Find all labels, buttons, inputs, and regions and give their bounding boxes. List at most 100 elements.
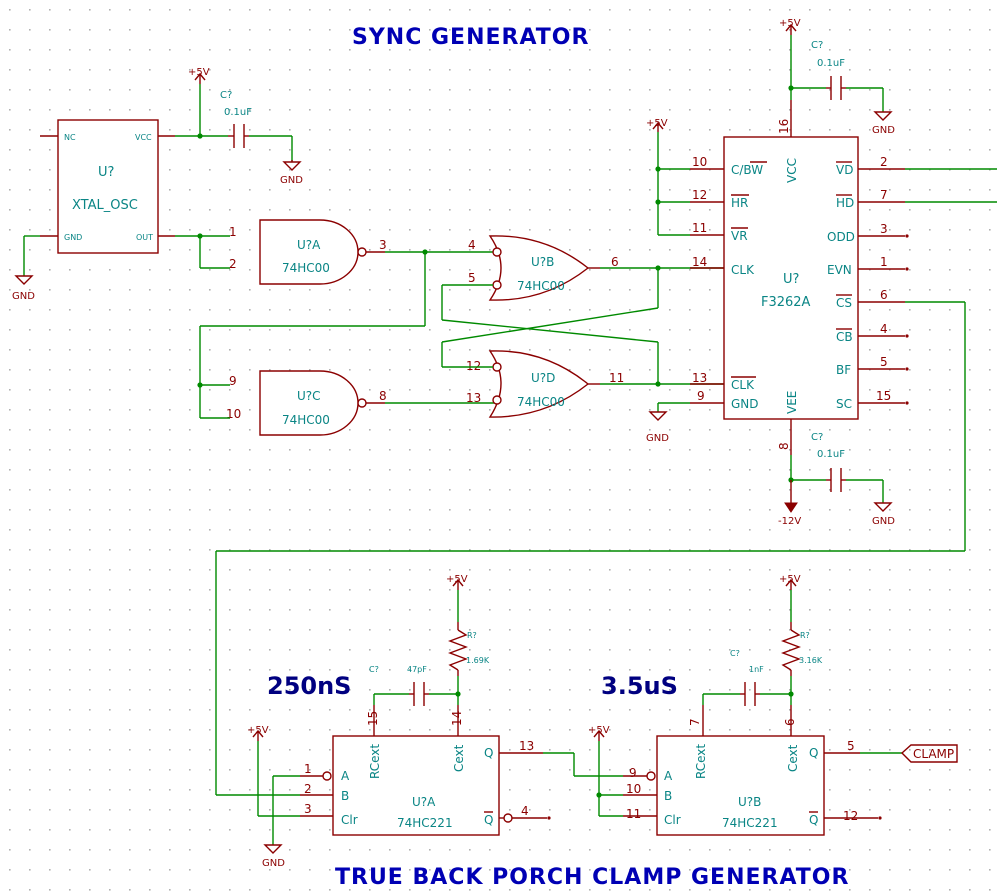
power-5v-mono-a-clr: +5V [247, 725, 269, 741]
nand-a-pin-3: 3 [379, 238, 387, 252]
crystal-oscillator[interactable]: NC VCC GND OUT U? XTAL_OSC [40, 119, 175, 254]
svg-text:+5V: +5V [188, 67, 210, 78]
cap-mono-b-ref: C? [730, 649, 740, 658]
res-mono-a-value: 1.69K [466, 656, 490, 665]
power-5v-mono-a-res: +5V [446, 574, 468, 590]
capacitor-vee[interactable]: C? 0.1uF [811, 432, 846, 492]
gnd-ic-left: GND [646, 411, 669, 444]
nand-a-pin-2: 2 [229, 257, 237, 271]
or-b-value: 74HC00 [517, 279, 565, 293]
mono-a-pin-2: 2 [304, 782, 312, 796]
or-d-value: 74HC00 [517, 395, 565, 409]
mono-b-pin-5: 5 [847, 739, 855, 753]
mono-b-pin-6: 6 [783, 718, 797, 726]
svg-text:-12V: -12V [778, 516, 801, 527]
gnd-osc-cap: GND [280, 160, 303, 186]
mono-a-label-clr: Clr [341, 813, 358, 827]
mono-a-ref: U?A [412, 795, 436, 809]
or-gate-d[interactable]: 12 13 11 U?D 74HC00 [466, 350, 624, 418]
ic-pin-8: 8 [777, 442, 791, 450]
svg-text:+5V: +5V [779, 18, 801, 29]
ic-pin-evn: EVN [827, 263, 852, 277]
capacitor-mono-b[interactable]: C? 1nF [730, 649, 764, 706]
mono-b-value: 74HC221 [722, 816, 778, 830]
nand-gate-a[interactable]: 1 2 3 U?A 74HC00 [229, 219, 387, 285]
or-b-ref: U?B [531, 255, 554, 269]
ic-pin-12: 12 [692, 188, 707, 202]
nand-a-pin-1: 1 [229, 225, 237, 239]
mono-a-pin-14: 14 [450, 711, 464, 726]
ic-pin-10: 10 [692, 155, 707, 169]
sync-ic-ref: U? [783, 272, 799, 287]
ic-pin-cs: CS [836, 296, 852, 310]
mono-a-pin-15: 15 [366, 711, 380, 726]
monostable-a-74hc221[interactable]: 1 2 3 13 4 15 14 A B Clr Q Q RCext Cext … [300, 705, 551, 836]
mono-b-label-q: Q [809, 746, 818, 760]
capacitor-osc[interactable]: C? 0.1uF [220, 90, 252, 148]
mono-b-label-a: A [664, 769, 673, 783]
or-d-pin-13: 13 [466, 391, 481, 405]
power-5v-mono-b-clr: +5V [588, 725, 610, 741]
cap-osc-ref: C? [220, 90, 232, 101]
power-5v-ic-left: +5V [646, 118, 668, 132]
mono-b-label-rcext: RCext [694, 744, 708, 779]
osc-pin-out: OUT [136, 233, 153, 242]
osc-ref: U? [98, 165, 114, 180]
ic-pin-clk-bar: CLK [731, 378, 755, 392]
ic-pin-7: 7 [880, 188, 888, 202]
ic-pin-5: 5 [880, 355, 888, 369]
cap-vee-ref: C? [811, 432, 823, 443]
nand-c-pin-10: 10 [226, 407, 241, 421]
ic-pin-3: 3 [880, 222, 888, 236]
mono-b-pin-11: 11 [626, 807, 641, 821]
monostable-b-74hc221[interactable]: 9 10 11 5 12 7 6 A B Clr Q Q RCext Cext … [623, 705, 882, 836]
clamp-output-label[interactable]: CLAMP [900, 744, 958, 763]
ic-pin-odd: ODD [827, 230, 855, 244]
osc-pin-nc: NC [64, 133, 76, 142]
ic-pin-11: 11 [692, 221, 707, 235]
mono-b-label-clr: Clr [664, 813, 681, 827]
neg12v-symbol: -12V [778, 480, 801, 527]
title-clamp-generator: TRUE BACK PORCH CLAMP GENERATOR [335, 865, 849, 890]
or-gate-b[interactable]: 4 5 6 U?B 74HC00 [468, 235, 619, 301]
mono-b-pin-10: 10 [626, 782, 641, 796]
ic-pin-1: 1 [880, 255, 888, 269]
mono-a-label-b: B [341, 789, 349, 803]
gnd-ic-top-cap: GND [872, 111, 895, 136]
svg-text:GND: GND [646, 433, 669, 444]
ic-pin-vee: VEE [785, 391, 799, 414]
capacitor-mono-a[interactable]: C? 47pF [369, 665, 429, 706]
osc-pin-vcc: VCC [135, 133, 152, 142]
resistor-mono-a[interactable]: R? 1.69K [448, 622, 490, 676]
or-d-pin-12: 12 [466, 359, 481, 373]
cap-vee-value: 0.1uF [817, 449, 845, 460]
ic-pin-clk: CLK [731, 263, 755, 277]
mono-b-label-qbar: Q [809, 813, 818, 827]
gnd-osc: GND [12, 275, 35, 302]
or-b-pin-5: 5 [468, 271, 476, 285]
power-5v-mono-b-res: +5V [779, 574, 801, 590]
mono-a-label-cext: Cext [452, 744, 466, 772]
nand-c-pin-9: 9 [229, 374, 237, 388]
ic-pin-4: 4 [880, 322, 888, 336]
ic-pin-gnd: GND [731, 397, 759, 411]
sync-ic-value: F3262A [761, 295, 811, 310]
svg-text:+5V: +5V [779, 574, 801, 585]
gnd-ic-bottom-cap: GND [872, 502, 895, 527]
ic-pin-16: 16 [777, 119, 791, 134]
mono-a-label-rcext: RCext [368, 744, 382, 779]
ic-pin-6: 6 [880, 288, 888, 302]
label-delay-3-5us: 3.5uS [601, 672, 678, 700]
cap-mono-b-value: 1nF [749, 665, 764, 674]
svg-text:GND: GND [262, 858, 285, 869]
capacitor-vcc[interactable]: C? 0.1uF [811, 40, 846, 100]
svg-text:GND: GND [280, 175, 303, 186]
ic-pin-sc: SC [836, 397, 852, 411]
resistor-mono-b[interactable]: R? 3.16K [781, 622, 823, 676]
title-sync-generator: SYNC GENERATOR [352, 25, 589, 50]
nand-gate-c[interactable]: 9 10 8 U?C 74HC00 [226, 370, 387, 436]
nand-a-ref: U?A [297, 238, 321, 252]
sync-ic-f3262a[interactable]: 10 C/BW 12 HR 11 VR 14 CLK 13 CLK 9 GND … [690, 100, 909, 455]
ic-pin-2: 2 [880, 155, 888, 169]
